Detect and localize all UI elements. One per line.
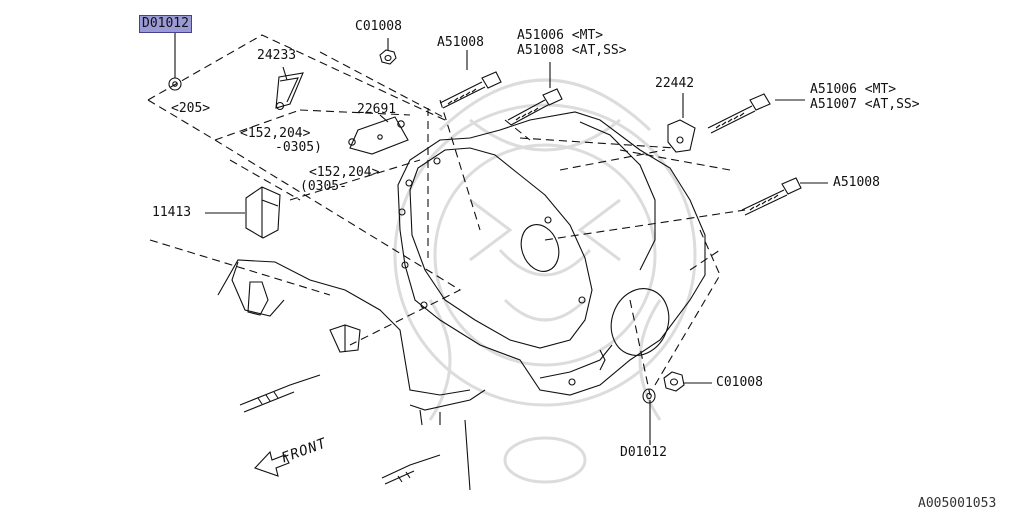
part-label-a51008-right[interactable]: A51008 xyxy=(833,175,880,190)
part-label-24233[interactable]: 24233 xyxy=(257,48,297,63)
part-note-24233: <152,204> xyxy=(240,126,311,141)
bolt-a51006-a51008 xyxy=(507,88,563,126)
part-label-a51008-at[interactable]: A51008 <AT,SS> xyxy=(517,43,627,58)
part-11413 xyxy=(245,186,281,239)
part-note2-22691: (0305- xyxy=(300,179,347,194)
part-note-22691: <152,204> xyxy=(309,165,380,180)
part-label-a51007-at[interactable]: A51007 <AT,SS> xyxy=(810,97,920,112)
plate-22691 xyxy=(348,116,409,155)
part-label-a51008-left[interactable]: A51008 xyxy=(437,35,484,50)
part-note-d01012-top: <205> xyxy=(171,101,211,116)
nut-c01008-bottom xyxy=(663,371,685,392)
bracket-24233 xyxy=(275,72,304,111)
bolt-a51008-left xyxy=(439,71,502,109)
part-label-c01008-bottom[interactable]: C01008 xyxy=(716,375,763,390)
dashed-grouping-lines xyxy=(147,34,746,396)
bell-housing xyxy=(397,111,706,396)
part-label-d01012-top[interactable]: D01012 xyxy=(139,15,192,33)
part-label-a51006-mt-1[interactable]: A51006 <MT> xyxy=(517,28,604,43)
image-code: A005001053 xyxy=(918,496,997,511)
bolt-a51006-a51007 xyxy=(707,93,771,134)
front-arrow-icon xyxy=(254,450,290,477)
leader-lines xyxy=(174,32,828,445)
part-label-c01008-top[interactable]: C01008 xyxy=(355,19,402,34)
bracket-22442 xyxy=(667,119,696,153)
part-label-a51006-mt-2[interactable]: A51006 <MT> xyxy=(810,82,897,97)
part-label-22442[interactable]: 22442 xyxy=(655,76,695,91)
engine-block-partial xyxy=(217,259,486,491)
part-label-11413[interactable]: 11413 xyxy=(152,205,192,220)
washer-d01012-top xyxy=(168,77,182,91)
cables-bottom xyxy=(239,374,441,485)
part-label-d01012-bottom[interactable]: D01012 xyxy=(620,445,667,460)
bolt-a51008-right xyxy=(741,177,802,216)
nut-c01008-top xyxy=(379,49,397,65)
part-label-22691[interactable]: 22691 xyxy=(357,102,397,117)
washer-d01012-bottom xyxy=(642,388,656,404)
part-note2-24233: -0305) xyxy=(275,140,322,155)
